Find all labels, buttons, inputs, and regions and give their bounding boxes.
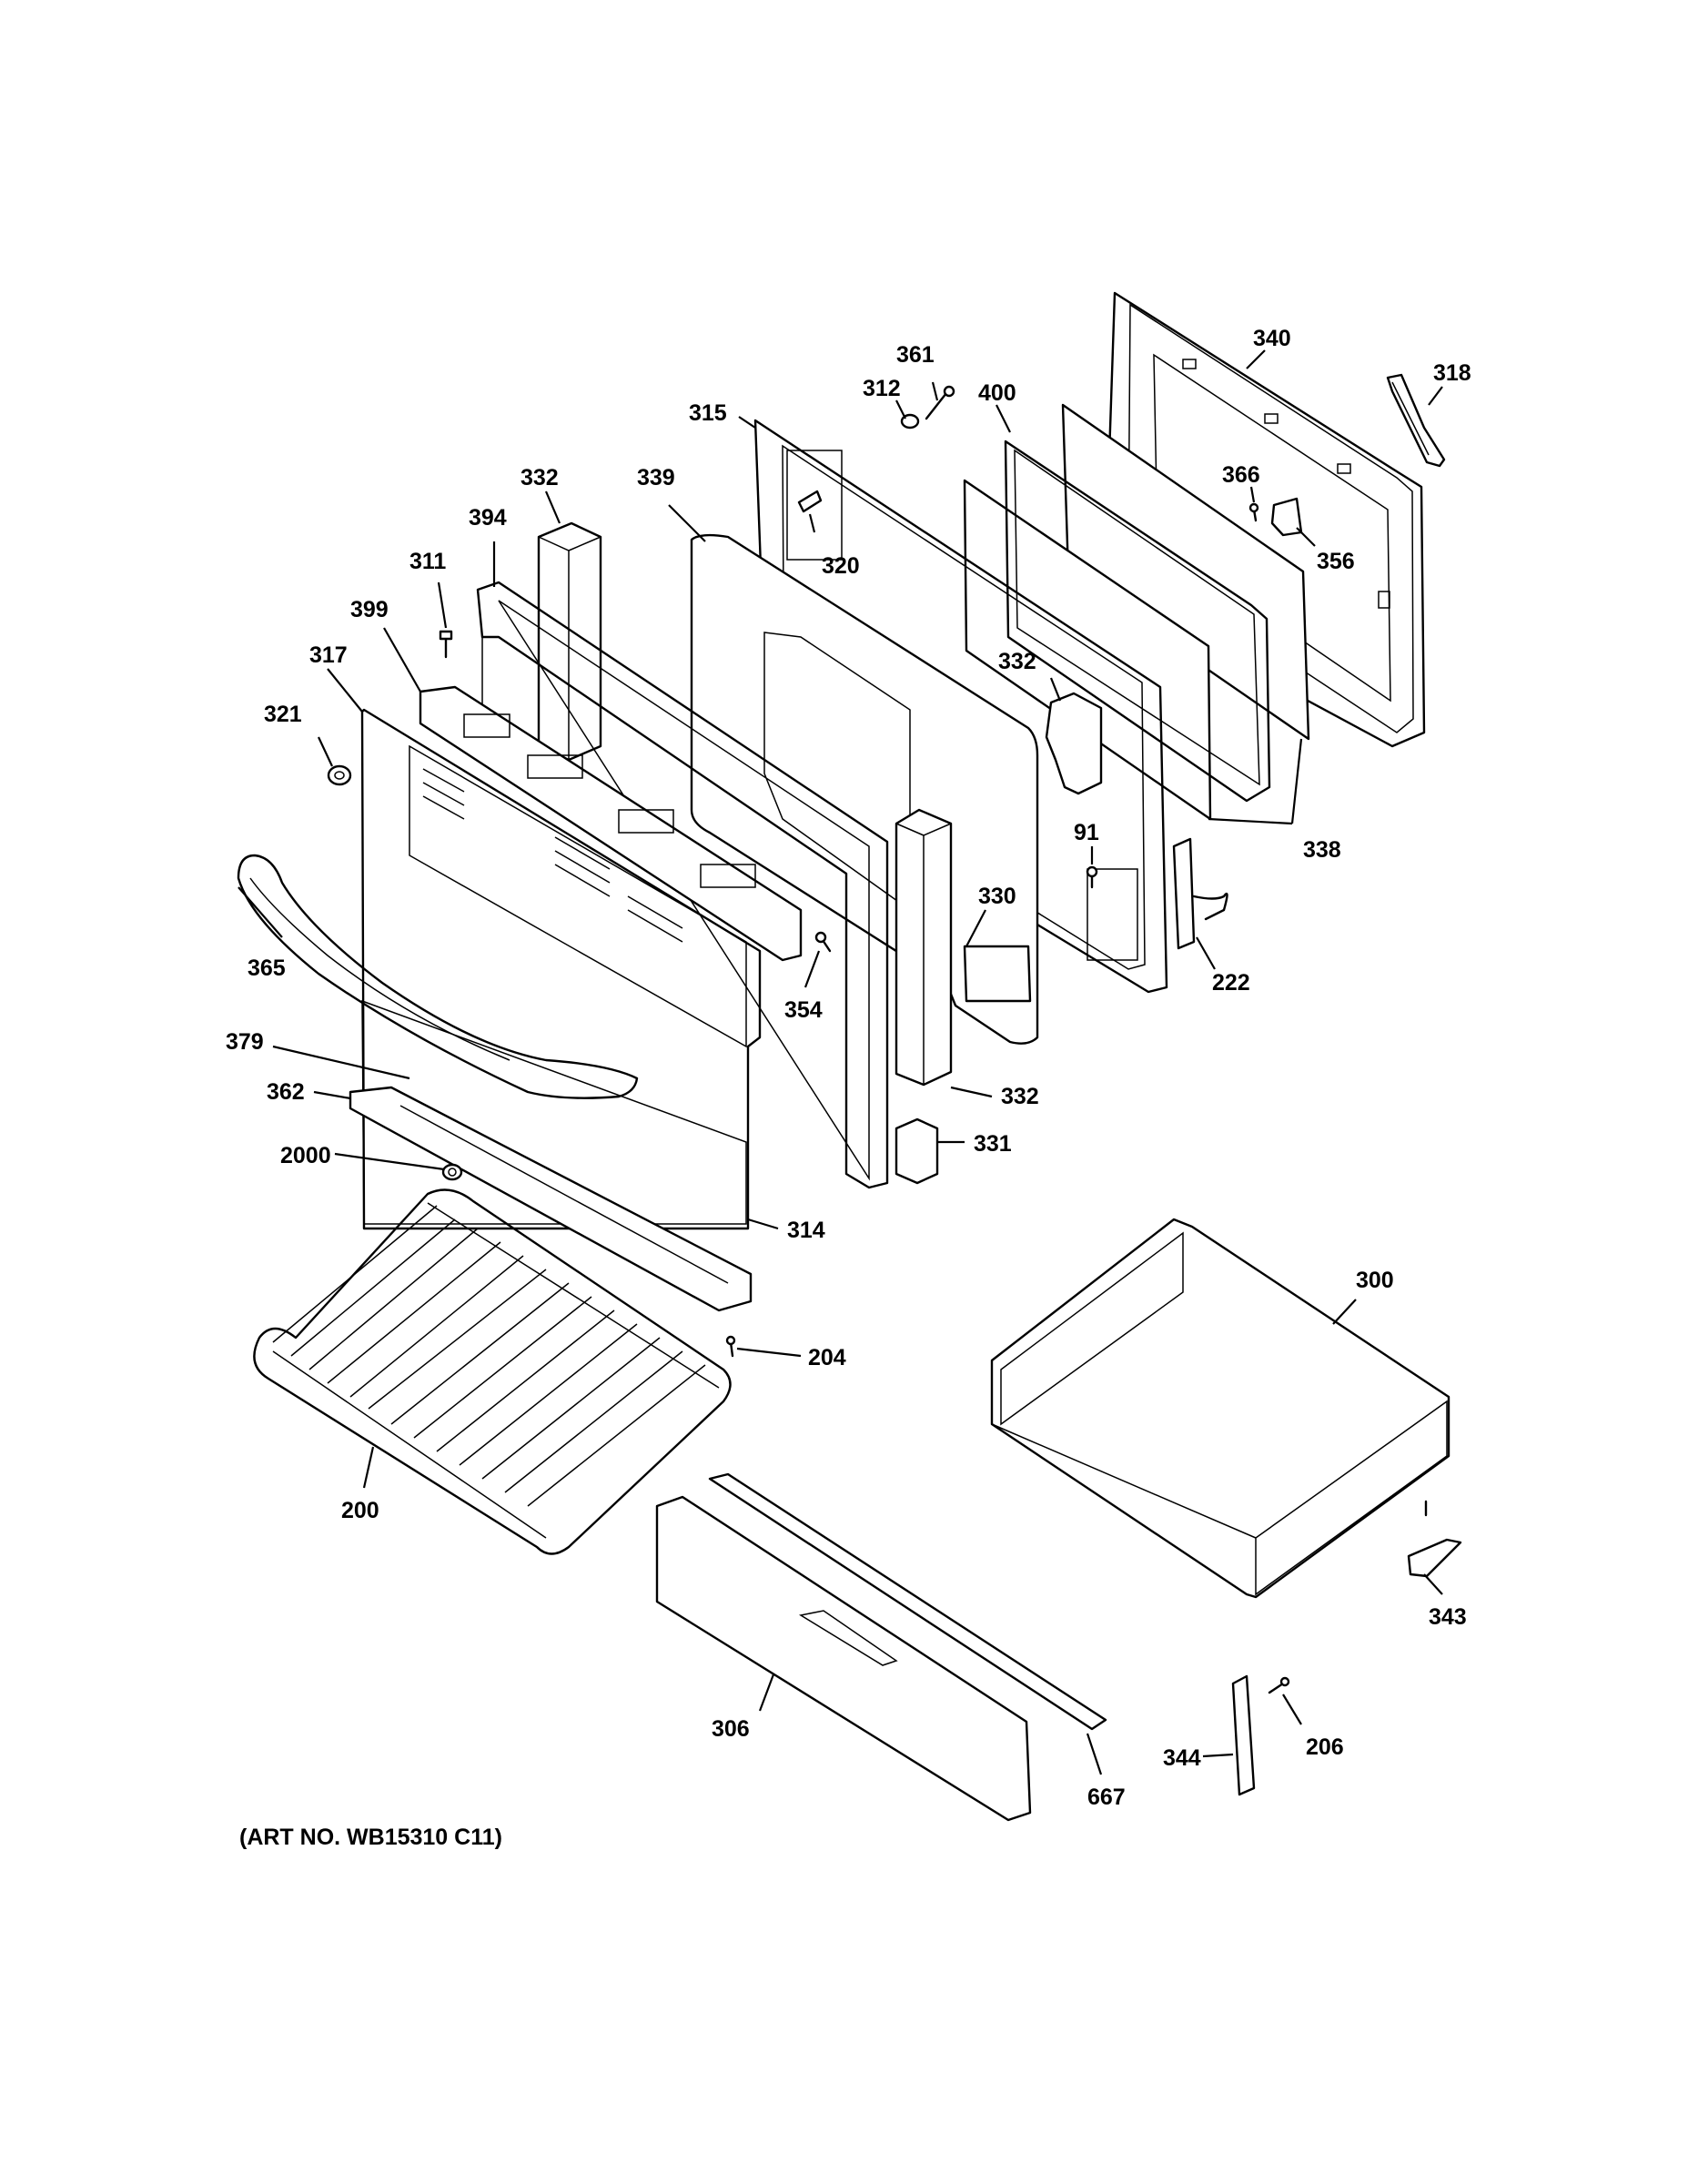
part-399-vent xyxy=(419,685,803,962)
callout-339: 339 xyxy=(637,465,675,490)
part-317-outer-door xyxy=(360,708,762,1230)
callout-354: 354 xyxy=(784,997,823,1023)
part-91-screw xyxy=(1086,865,1098,889)
part-366-screw xyxy=(1248,502,1259,522)
callout-366: 366 xyxy=(1222,462,1260,488)
callout-312: 312 xyxy=(863,376,901,401)
callout-343: 343 xyxy=(1429,1604,1467,1630)
callout-314: 314 xyxy=(787,1218,825,1243)
part-365-door-handle xyxy=(237,854,639,1099)
part-204-screw xyxy=(725,1335,736,1358)
callout-331: 331 xyxy=(974,1131,1012,1157)
leader-lines xyxy=(238,349,1443,1775)
part-200-oven-rack xyxy=(253,1188,732,1555)
callout-317: 317 xyxy=(309,642,348,668)
part-311-screw xyxy=(439,630,453,659)
part-320-pin xyxy=(797,490,823,513)
part-667-drawer-gasket xyxy=(708,1472,1107,1731)
part-343-drawer-glide xyxy=(1407,1500,1462,1578)
callout-361: 361 xyxy=(896,342,935,368)
part-331-block xyxy=(895,1117,939,1185)
callout-206: 206 xyxy=(1306,1734,1344,1760)
callout-338: 338 xyxy=(1303,837,1341,863)
callout-399: 399 xyxy=(350,597,389,622)
callout-332-right: 332 xyxy=(1001,1084,1039,1109)
callout-394: 394 xyxy=(469,505,507,531)
art-number-caption: (ART NO. WB15310 C11) xyxy=(239,1825,502,1850)
part-206-screw xyxy=(1268,1676,1290,1694)
callout-318: 318 xyxy=(1433,360,1471,386)
callout-320: 320 xyxy=(822,553,860,579)
part-400-glass-pack xyxy=(1004,440,1271,803)
callout-300: 300 xyxy=(1356,1268,1394,1293)
callout-330: 330 xyxy=(978,884,1016,909)
part-321-nut xyxy=(327,764,352,786)
part-332-spacer-right xyxy=(895,808,953,1087)
callout-379: 379 xyxy=(226,1029,264,1055)
callout-222: 222 xyxy=(1212,970,1250,996)
callout-91: 91 xyxy=(1074,820,1099,845)
callout-200: 200 xyxy=(341,1498,379,1523)
part-354-screw xyxy=(814,931,832,953)
callout-332-bracket: 332 xyxy=(998,649,1036,674)
part-330-insulation-strip xyxy=(963,945,1032,1003)
callout-311: 311 xyxy=(409,549,446,574)
part-318-gasket xyxy=(1386,373,1446,468)
callout-2000: 2000 xyxy=(280,1143,331,1168)
callout-204: 204 xyxy=(808,1345,846,1370)
callout-667: 667 xyxy=(1087,1785,1126,1810)
callout-332-top: 332 xyxy=(521,465,559,490)
callout-344: 344 xyxy=(1163,1745,1201,1771)
callout-356: 356 xyxy=(1317,549,1355,574)
part-306-drawer-front xyxy=(655,1495,1032,1822)
part-356-bracket xyxy=(1270,497,1303,537)
part-2000-washer xyxy=(441,1163,463,1181)
part-344-drawer-rail xyxy=(1231,1674,1256,1796)
part-361-bolt xyxy=(925,385,955,420)
callout-labels: 340 318 361 312 400 315 332 339 366 394 … xyxy=(226,326,1471,1810)
part-222-hinge xyxy=(1172,837,1228,950)
callout-400: 400 xyxy=(978,380,1016,406)
part-362-lower-strip xyxy=(349,1086,753,1312)
callout-306: 306 xyxy=(712,1716,750,1742)
callout-362: 362 xyxy=(267,1079,305,1105)
callout-340: 340 xyxy=(1253,326,1291,351)
part-332-bracket xyxy=(1045,692,1103,795)
part-332-spacer-top xyxy=(537,521,602,762)
callout-365: 365 xyxy=(248,956,286,981)
callout-315: 315 xyxy=(689,400,727,426)
callout-321: 321 xyxy=(264,702,302,727)
part-300-storage-drawer xyxy=(990,1218,1450,1599)
